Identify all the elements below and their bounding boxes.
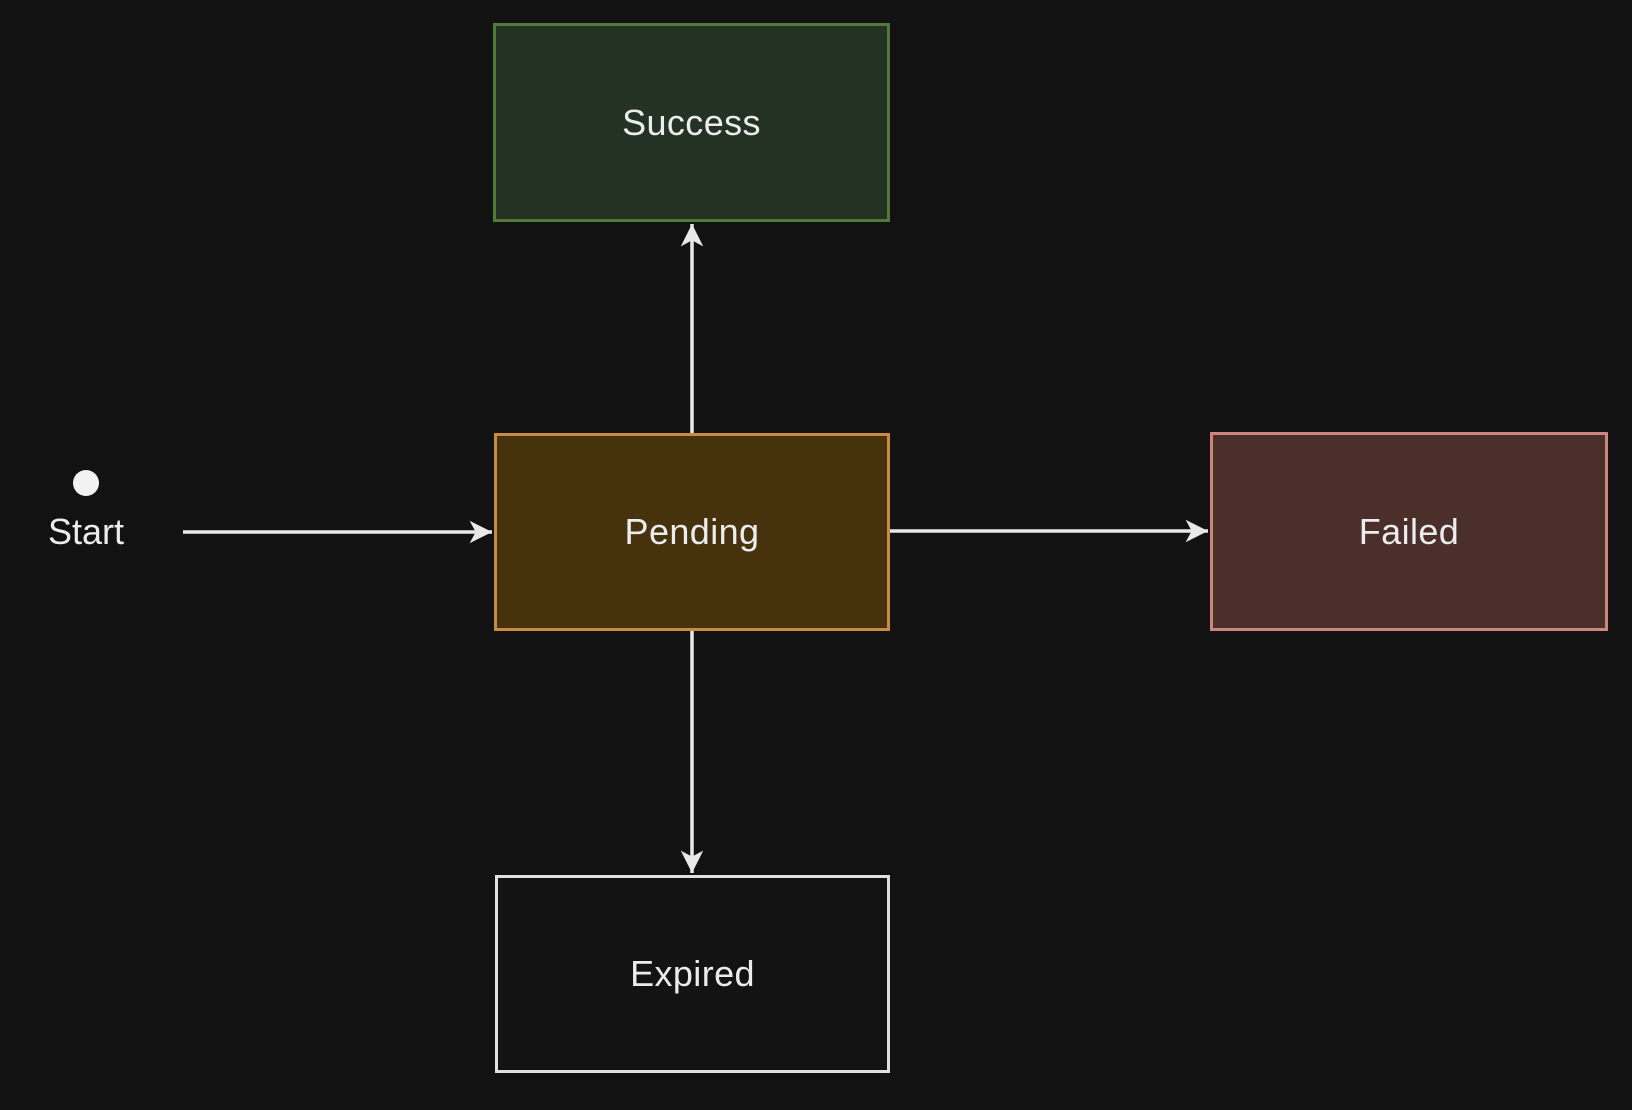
node-pending: Pending <box>494 433 890 631</box>
node-expired: Expired <box>495 875 890 1073</box>
node-pending-label: Pending <box>624 511 760 552</box>
start-state-dot-icon <box>73 470 99 496</box>
node-success-label: Success <box>622 101 761 143</box>
node-failed-label: Failed <box>1358 510 1460 552</box>
start-state-label: Start <box>47 511 125 552</box>
node-failed: Failed <box>1210 432 1608 631</box>
node-success: Success <box>493 23 890 222</box>
node-expired-label: Expired <box>630 953 755 994</box>
